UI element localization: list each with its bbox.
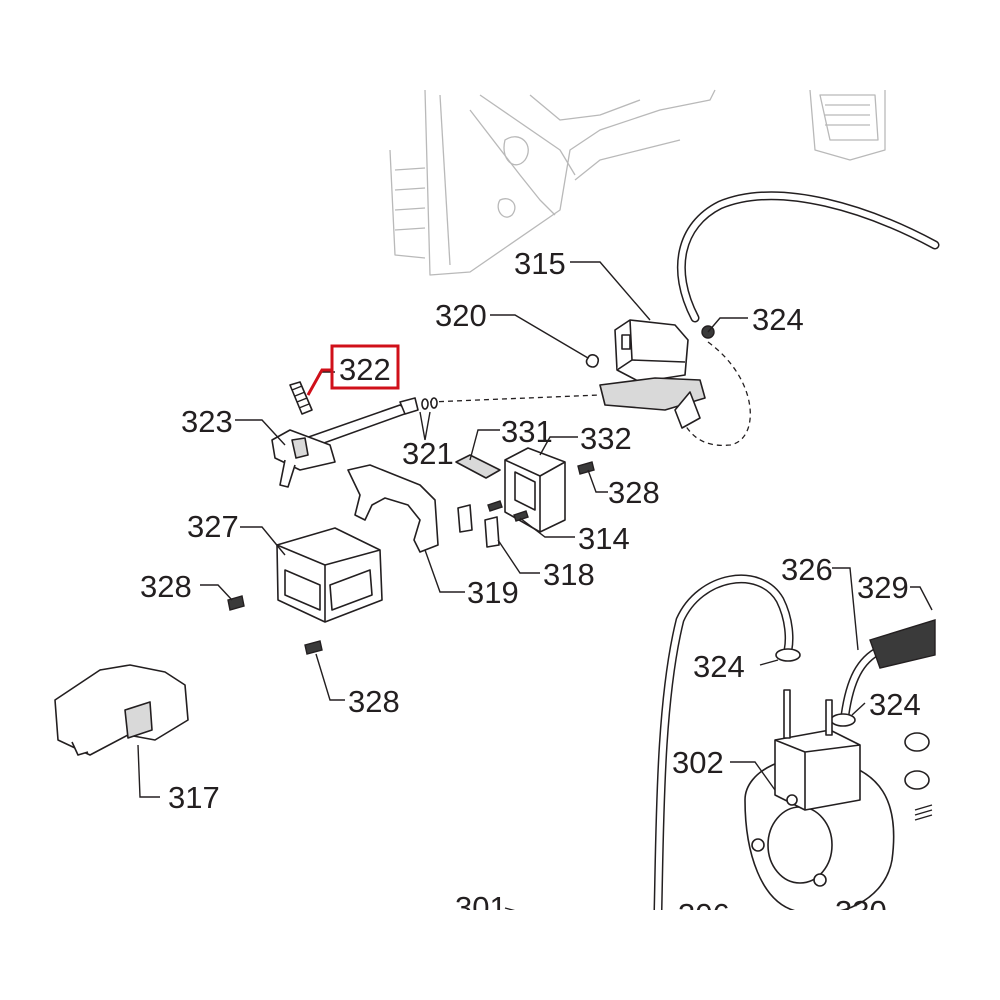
highlight-box xyxy=(330,344,400,390)
hoses-lower xyxy=(653,574,936,915)
housing-332 xyxy=(504,447,566,533)
label-318: 318 xyxy=(543,557,595,592)
holder-327 xyxy=(276,527,383,623)
label-324-top: 324 xyxy=(752,302,804,337)
dash-line-b xyxy=(684,341,751,446)
label-322: 322 xyxy=(339,352,391,387)
clips-314-318 xyxy=(457,500,529,548)
highlight-leader xyxy=(306,368,332,396)
label-315: 315 xyxy=(514,246,566,281)
label-328-b: 328 xyxy=(140,569,192,604)
label-314: 314 xyxy=(578,521,630,556)
dash-line-a xyxy=(429,394,601,403)
label-331: 331 xyxy=(501,414,553,449)
solenoid-valve-315 xyxy=(599,319,715,429)
knobs-right xyxy=(904,732,933,821)
ghost-housing xyxy=(389,89,886,276)
label-320: 320 xyxy=(435,298,487,333)
label-332: 332 xyxy=(580,421,632,456)
label-321: 321 xyxy=(402,436,454,471)
boiler-302 xyxy=(744,689,895,915)
label-328-a: 328 xyxy=(608,475,660,510)
screw-328-a xyxy=(577,461,595,475)
label-327: 327 xyxy=(187,509,239,544)
label-302: 302 xyxy=(672,745,724,780)
clamp-324-a xyxy=(775,648,801,662)
label-329: 329 xyxy=(857,570,909,605)
lever-319 xyxy=(347,464,439,553)
screw-328-c xyxy=(304,640,323,655)
label-319: 319 xyxy=(467,575,519,610)
leader-lines xyxy=(137,261,933,913)
label-324-mid: 324 xyxy=(693,649,745,684)
spring-322 xyxy=(289,381,313,415)
bottom-crop xyxy=(0,910,1000,1000)
label-317: 317 xyxy=(168,780,220,815)
plate-331 xyxy=(455,454,501,479)
clamp-324-b xyxy=(830,713,856,727)
label-324-right: 324 xyxy=(869,687,921,722)
handle-317 xyxy=(54,664,189,756)
label-323: 323 xyxy=(181,404,233,439)
label-326: 326 xyxy=(781,552,833,587)
hose-upper xyxy=(676,191,940,323)
label-328-c: 328 xyxy=(348,684,400,719)
pipe-323 xyxy=(271,397,438,488)
clip-320 xyxy=(585,353,600,368)
